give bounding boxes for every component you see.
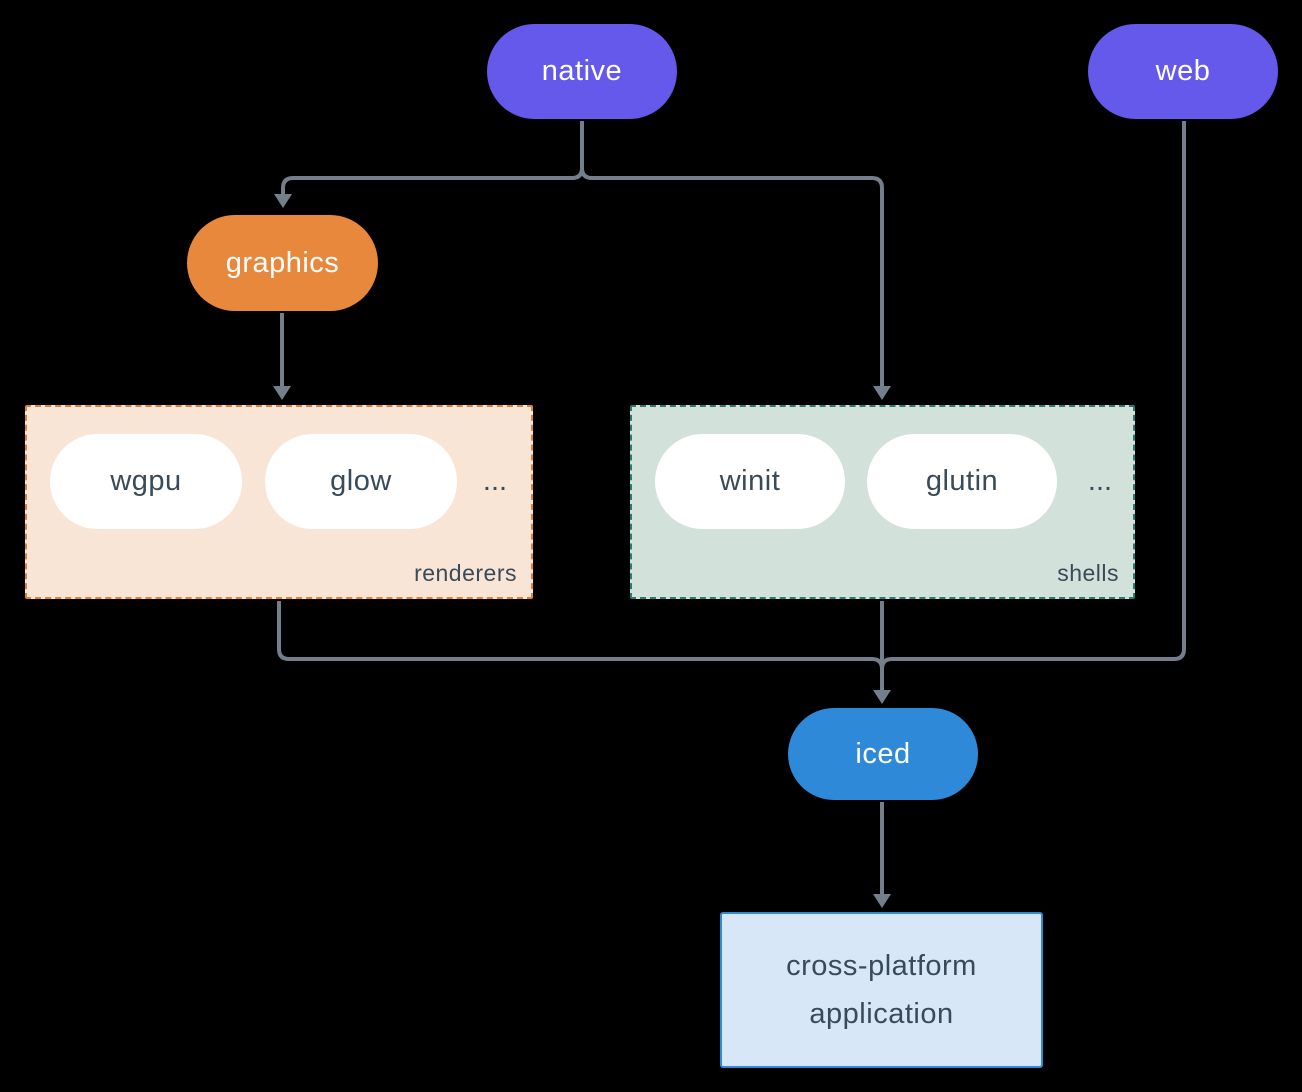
node-wgpu: wgpu — [50, 434, 242, 529]
node-wgpu-label: wgpu — [110, 465, 182, 497]
node-winit-label: winit — [719, 465, 781, 497]
renderers-group-label: renderers — [414, 560, 517, 586]
edge-renderers-iced — [277, 601, 884, 670]
arrow-head-icon — [873, 894, 891, 908]
node-web: web — [1088, 24, 1278, 119]
group-shells: winit glutin ... shells — [630, 405, 1135, 599]
node-glow: glow — [265, 434, 457, 529]
arrow-head-icon — [273, 386, 291, 400]
arrow-head-icon — [873, 386, 891, 400]
node-native: native — [487, 24, 677, 119]
group-renderers: wgpu glow ... renderers — [25, 405, 533, 599]
edge-native-shells — [580, 121, 884, 386]
node-native-label: native — [541, 55, 623, 87]
arrow-head-icon — [274, 194, 292, 208]
node-iced-label: iced — [855, 737, 911, 770]
node-glow-label: glow — [330, 465, 392, 497]
node-application-label: cross-platform application — [786, 950, 977, 1030]
node-iced: iced — [788, 708, 978, 800]
renderers-ellipsis: ... — [482, 465, 508, 497]
node-glutin: glutin — [867, 434, 1057, 529]
node-glutin-label: glutin — [925, 465, 999, 497]
shells-group-label: shells — [1057, 560, 1119, 586]
node-winit: winit — [655, 434, 845, 529]
node-graphics-label: graphics — [225, 246, 340, 279]
node-application: cross-platform application — [720, 912, 1043, 1068]
node-web-label: web — [1155, 55, 1211, 87]
arrow-head-icon — [873, 690, 891, 704]
shells-ellipsis: ... — [1087, 465, 1113, 497]
edge-native-graphics — [281, 121, 584, 194]
node-graphics: graphics — [187, 215, 378, 311]
